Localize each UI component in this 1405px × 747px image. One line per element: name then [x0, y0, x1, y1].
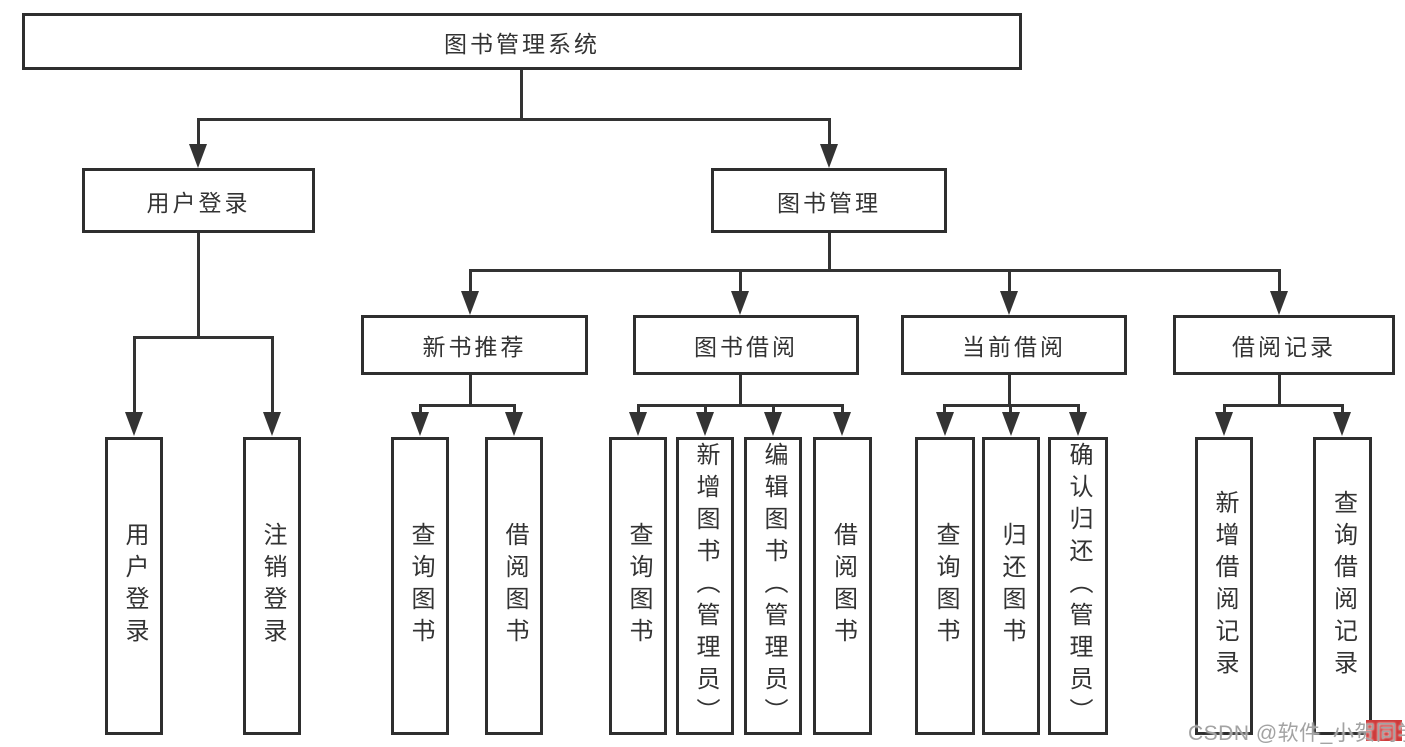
connector-root-stem — [520, 70, 523, 121]
connector-user-login-rail — [133, 336, 274, 339]
leaf-label: 编辑图书（管理员） — [760, 442, 787, 730]
connector-leaf-drop — [1223, 404, 1226, 414]
connector-leaf-drop — [1009, 404, 1012, 414]
leaf-edit-book-admin: 编辑图书（管理员） — [744, 437, 802, 735]
connector-leaf-drop — [133, 336, 136, 414]
node-user-login: 用户登录 — [82, 168, 315, 233]
leaf-label: 查询图书 — [625, 522, 652, 650]
arrowhead-leaf-user-login — [125, 412, 143, 436]
node-new-book-recommend: 新书推荐 — [361, 315, 588, 375]
arrowhead-new-book-recommend — [461, 291, 479, 315]
arrowhead-book-management — [820, 144, 838, 168]
connector-leaf-drop — [513, 404, 516, 414]
arrowhead-leaf-borrow-books-2 — [833, 412, 851, 436]
node-book-management: 图书管理 — [711, 168, 947, 233]
leaf-label: 查询图书 — [932, 522, 959, 650]
arrowhead-leaf-query-books-2 — [629, 412, 647, 436]
leaf-label: 新增图书（管理员） — [692, 442, 719, 730]
leaf-add-borrow-record: 新增借阅记录 — [1195, 437, 1253, 735]
arrowhead-leaf-confirm-return — [1069, 412, 1087, 436]
watermark-text: CSDN @软件_小贺同学 — [1188, 722, 1405, 745]
leaf-label: 新增借阅记录 — [1211, 490, 1238, 682]
leaf-label: 确认归还（管理员） — [1065, 442, 1092, 730]
leaf-borrow-books-2: 借阅图书 — [813, 437, 872, 735]
arrowhead-leaf-edit-book — [764, 412, 782, 436]
connector-borrow-records-rail — [1223, 404, 1344, 407]
arrowhead-leaf-logout — [263, 412, 281, 436]
leaf-label: 注销登录 — [259, 522, 286, 650]
arrowhead-current-borrow — [1000, 291, 1018, 315]
connector-book-management-drop — [828, 118, 831, 146]
connector-book-borrow-drop — [739, 269, 742, 293]
node-book-borrow: 图书借阅 — [633, 315, 859, 375]
arrowhead-user-login — [189, 144, 207, 168]
leaf-label: 查询图书 — [407, 522, 434, 650]
connector-user-login-stem — [197, 231, 200, 339]
connector-level3-rail — [469, 269, 1281, 272]
connector-book-borrow-stem — [739, 374, 742, 407]
connector-borrow-records-drop — [1278, 269, 1281, 293]
leaf-label: 借阅图书 — [829, 522, 857, 650]
connector-borrow-records-stem — [1278, 374, 1281, 407]
node-borrow-records: 借阅记录 — [1173, 315, 1395, 375]
connector-level2-rail — [197, 118, 831, 121]
connector-new-book-drop — [469, 269, 472, 293]
leaf-query-books-2: 查询图书 — [609, 437, 667, 735]
connector-leaf-drop — [943, 404, 946, 414]
arrowhead-leaf-add-book — [696, 412, 714, 436]
leaf-label: 借阅图书 — [501, 522, 528, 650]
leaf-query-borrow-record: 查询借阅记录 — [1313, 437, 1372, 735]
node-root: 图书管理系统 — [22, 13, 1022, 70]
connector-leaf-drop — [772, 404, 775, 414]
arrowhead-borrow-records — [1270, 291, 1288, 315]
connector-current-borrow-drop — [1008, 269, 1011, 293]
leaf-return-books: 归还图书 — [982, 437, 1040, 735]
connector-book-management-stem — [828, 231, 831, 272]
connector-leaf-drop — [704, 404, 707, 414]
watermark-badge — [1366, 720, 1402, 741]
connector-current-borrow-stem — [1008, 374, 1011, 407]
connector-leaf-drop — [1341, 404, 1344, 414]
connector-leaf-drop — [637, 404, 640, 414]
leaf-label: 查询借阅记录 — [1329, 490, 1357, 682]
leaf-add-book-admin: 新增图书（管理员） — [676, 437, 734, 735]
leaf-label: 用户登录 — [121, 522, 148, 650]
leaf-borrow-books-1: 借阅图书 — [485, 437, 543, 735]
leaf-user-login: 用户登录 — [105, 437, 163, 735]
connector-leaf-drop — [841, 404, 844, 414]
leaf-label: 归还图书 — [998, 522, 1025, 650]
connector-user-login-drop — [197, 118, 200, 146]
leaf-query-books-1: 查询图书 — [391, 437, 449, 735]
arrowhead-leaf-query-books-1 — [411, 412, 429, 436]
leaf-query-books-3: 查询图书 — [915, 437, 975, 735]
connector-leaf-drop — [419, 404, 422, 414]
connector-new-book-rail — [419, 404, 516, 407]
connector-leaf-drop — [271, 336, 274, 414]
arrowhead-leaf-query-borrow-record — [1333, 412, 1351, 436]
arrowhead-leaf-query-books-3 — [936, 412, 954, 436]
arrowhead-leaf-add-borrow-record — [1215, 412, 1233, 436]
arrowhead-book-borrow — [731, 291, 749, 315]
arrowhead-leaf-borrow-books-1 — [505, 412, 523, 436]
leaf-logout: 注销登录 — [243, 437, 301, 735]
leaf-confirm-return-admin: 确认归还（管理员） — [1048, 437, 1108, 735]
connector-book-borrow-rail — [637, 404, 844, 407]
connector-leaf-drop — [1077, 404, 1080, 414]
connector-new-book-stem — [469, 374, 472, 407]
arrowhead-leaf-return-books — [1002, 412, 1020, 436]
node-current-borrow: 当前借阅 — [901, 315, 1127, 375]
